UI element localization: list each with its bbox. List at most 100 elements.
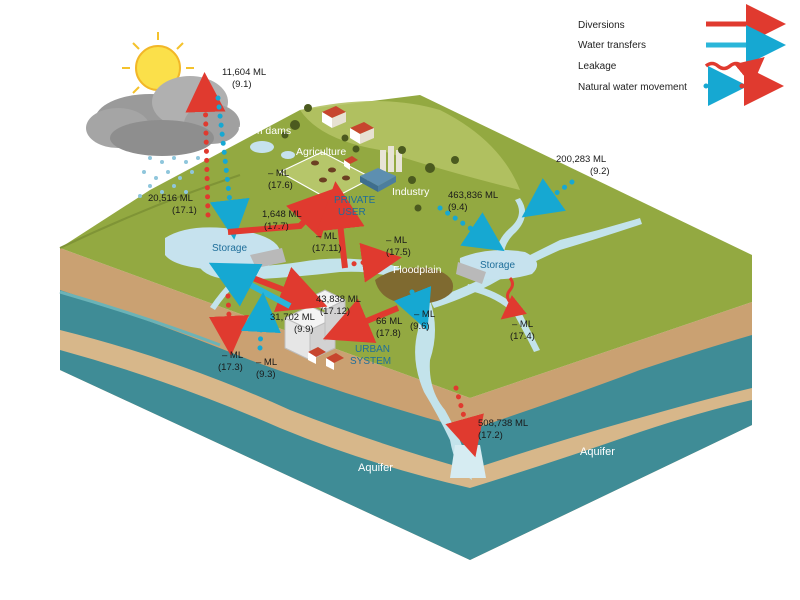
flow-17-5: – ML (17.5) — [386, 235, 411, 258]
flow-9-4-code: (9.4) — [448, 202, 468, 213]
flow-9-2-code: (9.2) — [590, 166, 610, 177]
legend: Diversions Water transfers Leakage Natur… — [578, 4, 786, 106]
flow-9-4-value: 463,836 ML — [448, 190, 498, 201]
rain-cloud-icon — [86, 76, 240, 156]
flow-17-3-code: (17.3) — [218, 362, 243, 373]
farm-buildings — [322, 106, 374, 170]
flow-17-1-value: 20,516 ML — [148, 193, 193, 204]
legend-natural: Natural water movement — [578, 82, 687, 93]
arrow-left-outflow — [209, 293, 249, 356]
flow-17-2: 508,738 ML (17.2) — [478, 418, 528, 441]
flow-17-1-code: (17.1) — [172, 205, 197, 216]
arrow-floodplain-leakage — [342, 242, 402, 283]
arrow-end-of-system — [445, 385, 484, 458]
flow-9-9-value: 31,702 ML — [270, 312, 315, 323]
arrow-left-return — [240, 292, 281, 351]
flow-17-3-value: – ML — [222, 350, 243, 361]
flow-17-6-value: – ML — [268, 168, 289, 179]
flow-17-4-code: (17.4) — [510, 331, 535, 342]
label-farm-dams: Farm dams — [238, 125, 291, 137]
soil-stripe-left — [60, 330, 470, 488]
legend-diversions: Diversions — [578, 20, 625, 31]
flow-17-5-code: (17.5) — [386, 247, 411, 258]
flow-9-3: – ML (9.3) — [256, 357, 277, 380]
flow-17-12: 43,838 ML (17.12) — [316, 294, 361, 317]
hill-edge-left — [59, 174, 241, 249]
arrow-external-inflow — [521, 178, 575, 218]
arrow-leakage-right — [500, 277, 527, 320]
flow-17-2-value: 508,738 ML — [478, 418, 528, 429]
flow-9-3-value: – ML — [256, 357, 277, 368]
flow-17-8-code: (17.8) — [376, 328, 401, 339]
label-private-2: USER — [338, 207, 366, 218]
flow-17-7-value: 1,648 ML — [262, 209, 302, 220]
label-floodplain: Floodplain — [393, 264, 442, 276]
aquifer-left-layer — [60, 290, 470, 560]
flow-9-6: – ML (9.6) — [410, 309, 435, 332]
aquifer-left-highlight — [59, 290, 221, 347]
flow-17-12-code: (17.12) — [320, 306, 350, 317]
industry-buildings — [360, 146, 402, 192]
flow-17-1: 20,516 ML (17.1) — [148, 193, 197, 216]
flow-17-12-value: 43,838 ML — [316, 294, 361, 305]
label-private-1: PRIVATE — [334, 195, 376, 206]
flow-9-1-code: (9.1) — [232, 79, 252, 90]
flow-17-8-value: 66 ML — [376, 316, 402, 327]
sun-icon — [122, 32, 194, 104]
arrow-rainfall — [209, 95, 250, 240]
flow-9-1-value: 11,604 ML — [222, 67, 266, 78]
farm-dam-2 — [281, 151, 295, 159]
flow-17-4: – ML (17.4) — [510, 319, 535, 342]
arrow-inflow-right-storage — [437, 205, 505, 252]
label-industry: Industry — [392, 186, 430, 198]
flow-17-6: – ML (17.6) — [268, 168, 293, 191]
hill-shading — [300, 101, 520, 190]
arrow-diversion-private — [227, 187, 337, 239]
trees — [281, 104, 459, 212]
legend-leakage: Leakage — [578, 61, 617, 72]
arrow-evaporation — [185, 72, 226, 218]
flow-9-9: 31,702 ML (9.9) — [270, 312, 315, 335]
dam-right — [456, 262, 486, 284]
label-storage-left: Storage — [212, 243, 247, 254]
arrow-floodplain-return — [394, 286, 432, 331]
label-urban-1: URBAN — [355, 344, 390, 355]
arrow-diversion-river-urban — [322, 298, 400, 343]
river-right-tributary — [430, 218, 642, 308]
raindrops — [138, 156, 200, 198]
flow-17-11-value: – ML — [316, 231, 337, 242]
legend-water-transfers: Water transfers — [578, 40, 646, 51]
soil-stripe-right — [470, 388, 752, 488]
river-main — [200, 258, 472, 480]
farm-dam — [250, 141, 274, 153]
flow-9-6-code: (9.6) — [410, 321, 430, 332]
flow-17-7-code: (17.7) — [264, 221, 289, 232]
label-storage-right: Storage — [480, 260, 515, 271]
label-urban-2: SYSTEM — [350, 356, 391, 367]
arrow-diversion-floodplain — [316, 181, 365, 269]
storage-left-reservoir — [165, 227, 281, 271]
flow-9-1: 11,604 ML (9.1) — [222, 67, 266, 90]
flow-9-4: 463,836 ML (9.4) — [448, 190, 498, 213]
label-aquifer-left: Aquifer — [358, 462, 393, 474]
flow-9-2: 200,283 ML (9.2) — [556, 154, 610, 177]
flow-17-11-code: (17.11) — [312, 243, 341, 254]
flow-17-7: 1,648 ML (17.7) — [262, 209, 302, 232]
flow-9-2-value: 200,283 ML — [556, 154, 606, 165]
waterfall — [450, 445, 486, 478]
flow-17-3: – ML (17.3) — [218, 350, 243, 373]
aquifer-right-layer — [470, 335, 752, 560]
flow-17-6-code: (17.6) — [268, 180, 293, 191]
legend-leakage-arrow — [704, 57, 765, 86]
label-aquifer-right: Aquifer — [580, 446, 615, 458]
flow-17-4-value: – ML — [512, 319, 533, 330]
flow-17-11: – ML (17.11) — [312, 231, 341, 254]
flow-9-6-value: – ML — [414, 309, 435, 320]
flow-17-8: 66 ML (17.8) — [376, 316, 402, 339]
terrain-surface — [60, 95, 752, 398]
flow-17-5-value: – ML — [386, 235, 407, 246]
label-agriculture: Agriculture — [296, 146, 346, 158]
flow-9-9-code: (9.9) — [294, 324, 314, 335]
flow-9-3-code: (9.3) — [256, 369, 276, 380]
